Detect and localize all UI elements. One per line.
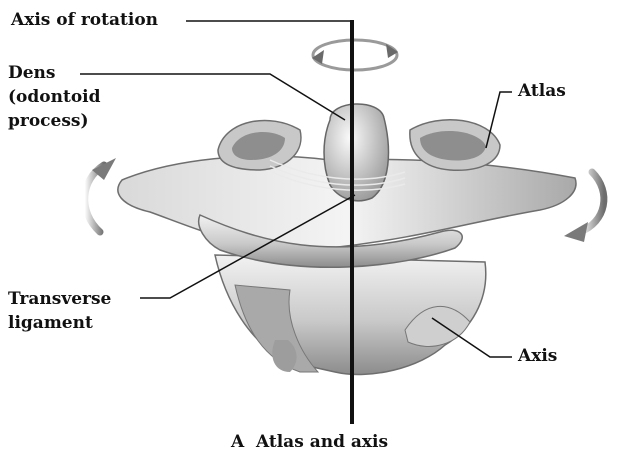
caption-text: Atlas and axis: [256, 432, 388, 452]
label-dens-line3: process): [8, 112, 89, 131]
label-transverse-line2: ligament: [8, 314, 93, 333]
label-dens-line2: (odontoid: [8, 88, 101, 107]
leader-dens: [80, 74, 345, 120]
label-axis-of-rotation: Axis of rotation: [11, 11, 158, 30]
label-transverse-line1: Transverse: [8, 290, 111, 309]
left-rotation-arrow: [85, 158, 116, 232]
figure-caption: A Atlas and axis: [0, 432, 619, 452]
label-axis: Axis: [518, 347, 557, 366]
dens: [324, 104, 388, 201]
caption-letter: A: [231, 432, 244, 452]
top-rotation-arrow: [312, 40, 398, 70]
label-dens-line1: Dens: [8, 64, 56, 83]
label-atlas: Atlas: [518, 82, 566, 101]
